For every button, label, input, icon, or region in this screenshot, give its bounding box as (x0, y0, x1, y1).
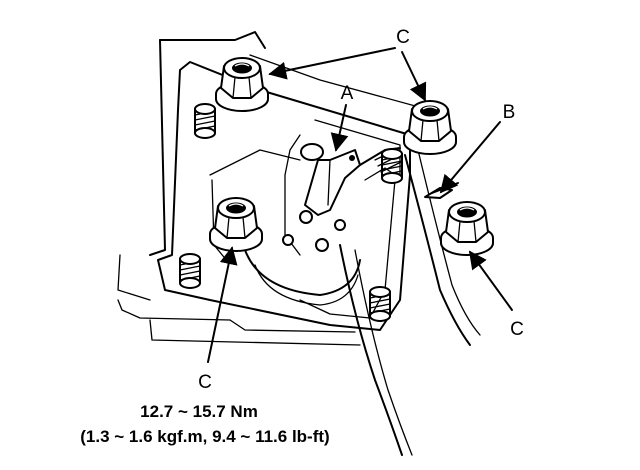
label-c-top: C (396, 27, 410, 48)
nut-c-right (440, 201, 494, 256)
label-a: A (341, 83, 354, 104)
lever-bracket (300, 143, 402, 216)
label-c-left: C (198, 372, 212, 393)
nut-c-top-right (403, 100, 457, 155)
label-b: B (503, 102, 516, 123)
torque-spec-imperial: (1.3 ~ 1.6 kgf.m, 9.4 ~ 11.6 lb-ft) (80, 427, 329, 446)
nut-c-left (209, 197, 263, 252)
torque-spec-metric: 12.7 ~ 15.7 Nm (140, 402, 258, 421)
cables (339, 149, 481, 456)
leader-arrows (207, 47, 513, 363)
label-c-right: C (510, 319, 524, 340)
nut-c-top-left (215, 57, 269, 112)
